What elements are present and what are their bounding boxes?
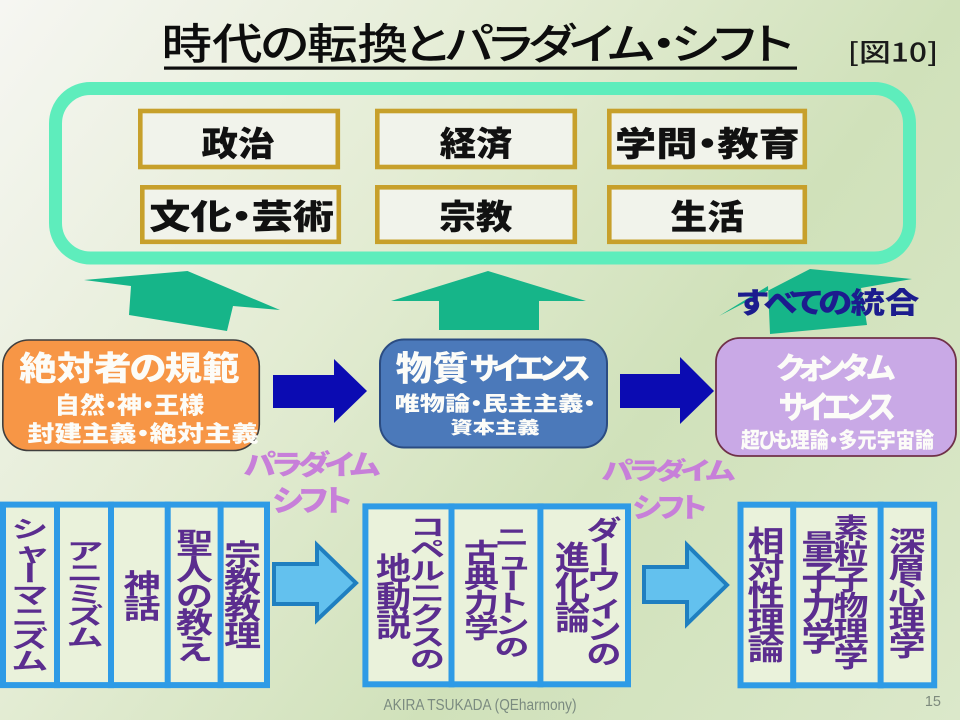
svg-text:15: 15 [925, 694, 941, 710]
svg-text:AKIRA TSUKADA (QEharmony): AKIRA TSUKADA (QEharmony) [384, 697, 577, 714]
